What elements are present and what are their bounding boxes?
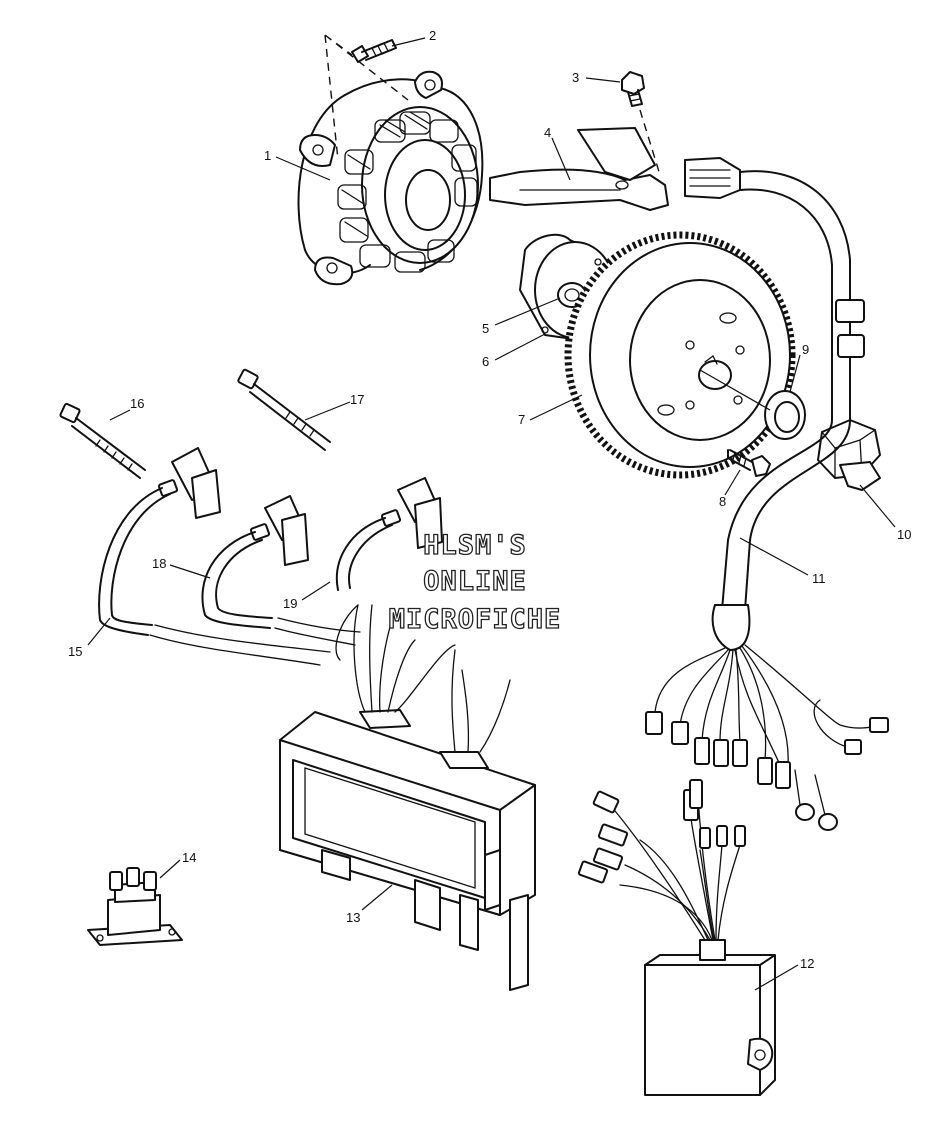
spark-plug-lead-15: [98, 447, 221, 636]
bolt-part-8: [727, 449, 771, 477]
callout-16: 16: [130, 396, 144, 411]
watermark-line-3: MICROFICHE: [389, 604, 562, 635]
junction-connectors: [577, 779, 746, 884]
callout-3: 3: [572, 70, 579, 85]
callout-9: 9: [802, 342, 809, 357]
callout-5: 5: [482, 321, 489, 336]
solenoid-part-14: [87, 867, 183, 946]
cdi-wires: [335, 604, 511, 753]
harness-connectors: [645, 699, 889, 831]
callout-11: 11: [812, 571, 826, 586]
washer-part-9: [764, 390, 806, 440]
callout-17: 17: [350, 392, 364, 407]
callout-4: 4: [544, 125, 551, 140]
callout-2: 2: [429, 28, 436, 43]
callout-7: 7: [518, 412, 525, 427]
bolt-part-3: [621, 71, 645, 107]
cable-tie-17: [237, 368, 331, 451]
callout-10: 10: [897, 527, 911, 542]
flywheel-part-7: [564, 231, 796, 479]
watermark-line-1: HLSM'S: [423, 530, 527, 561]
callout-13: 13: [346, 910, 360, 925]
callout-8: 8: [719, 494, 726, 509]
spark-plug-lead-18: [201, 495, 309, 629]
wire-harness-part-11: [684, 157, 865, 651]
junction-box-part-12: [644, 939, 776, 1096]
watermark: HLSM'S ONLINE MICROFICHE: [388, 529, 562, 635]
cdi-box-part-13: [279, 709, 536, 991]
watermark-line-2: ONLINE: [423, 566, 527, 597]
callout-12: 12: [800, 956, 814, 971]
bracket-part-4: [489, 127, 669, 211]
harness-wires: [654, 644, 881, 766]
callout-1: 1: [264, 148, 271, 163]
leader-lines: [87, 37, 896, 991]
callout-19: 19: [283, 596, 297, 611]
nut-part-10: [817, 419, 881, 491]
screw-part-2: [351, 39, 397, 63]
callout-18: 18: [152, 556, 166, 571]
callout-15: 15: [68, 644, 82, 659]
junction-wires: [609, 794, 741, 941]
callout-6: 6: [482, 354, 489, 369]
callout-14: 14: [182, 850, 196, 865]
callout-numbers: 1 2 3 4 5 6 7 8 9 10 11 12 13 14 15 16 1…: [68, 28, 911, 971]
spark-plug-lead-19: [335, 477, 443, 591]
cable-tie-16: [59, 402, 146, 479]
stator-assembly: [297, 70, 484, 286]
